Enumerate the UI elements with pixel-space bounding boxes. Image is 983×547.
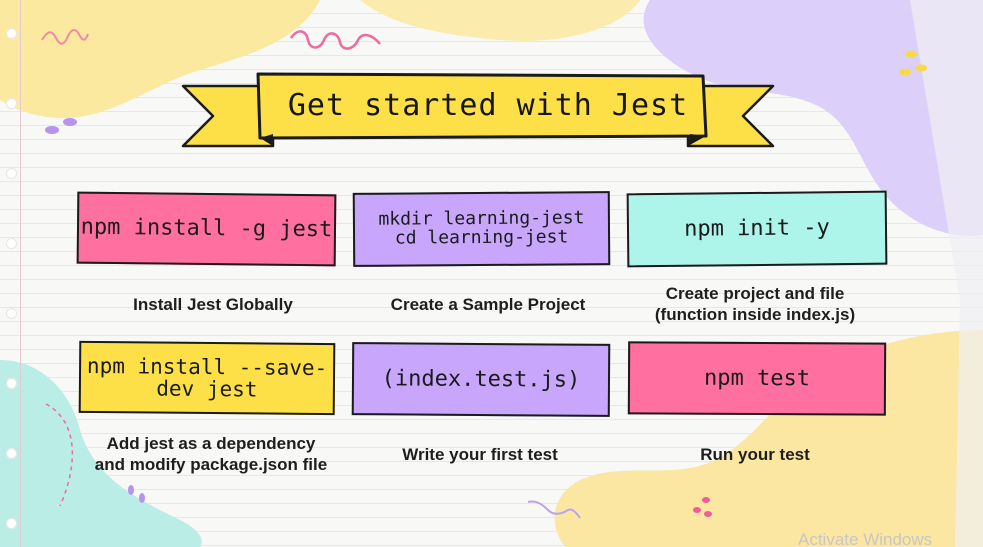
step-card-npm-init: npm init -y bbox=[626, 190, 888, 268]
purple-blob-top-right bbox=[643, 0, 983, 236]
step-caption: Install Jest Globally bbox=[133, 295, 293, 314]
title-ribbon-banner bbox=[181, 72, 775, 148]
page-title: Get started with Jest bbox=[287, 87, 689, 123]
step-caption: Create a Sample Project bbox=[390, 295, 586, 314]
pink-squiggle-decoration bbox=[289, 30, 381, 50]
step-card-sample-project: mkdir learning-jest cd learning-jest bbox=[352, 191, 611, 267]
step-card-install-globally: npm install -g jest bbox=[76, 191, 337, 267]
paper-hole bbox=[6, 518, 17, 529]
step-card-first-test: (index.test.js) bbox=[351, 342, 611, 417]
step-card-add-dependency: npm install --save- dev jest bbox=[78, 340, 336, 416]
command-text: dev jest bbox=[156, 376, 258, 402]
paper-hole bbox=[6, 448, 17, 459]
purple-squiggle-decoration bbox=[527, 500, 581, 519]
command-text: npm install --save- bbox=[86, 353, 328, 381]
purple-dots-decoration bbox=[45, 118, 77, 134]
step-caption: Create project and file (function inside… bbox=[654, 284, 856, 324]
step-caption: Run your test bbox=[700, 445, 810, 464]
paper-hole bbox=[6, 378, 17, 389]
paper-hole bbox=[6, 28, 17, 39]
step-caption: Add jest as a dependency and modify pack… bbox=[94, 434, 328, 474]
purple-dots-decoration bbox=[128, 485, 145, 503]
paper-hole bbox=[6, 238, 17, 249]
paper-fold-right bbox=[910, 0, 983, 547]
yellow-blob-top-right bbox=[360, 0, 640, 41]
command-text: (index.test.js) bbox=[381, 366, 581, 393]
pink-squiggle-decoration bbox=[41, 29, 89, 45]
teal-blob-bottom-left bbox=[0, 360, 202, 547]
paper-hole bbox=[6, 168, 17, 179]
command-text: npm test bbox=[703, 365, 811, 392]
paper-margin-line bbox=[20, 0, 21, 547]
yellow-blob-top-left bbox=[0, 0, 320, 119]
paper-hole bbox=[6, 98, 17, 109]
step-caption: Write your first test bbox=[402, 445, 558, 464]
command-text: cd learning-jest bbox=[394, 226, 569, 249]
paper-hole bbox=[6, 308, 17, 319]
pink-dots-decoration bbox=[693, 497, 712, 517]
command-text: npm install -g jest bbox=[80, 215, 333, 243]
windows-activation-watermark: Activate Windows bbox=[798, 530, 933, 547]
dashed-arc-decoration bbox=[45, 403, 74, 507]
command-text: npm init -y bbox=[684, 215, 830, 243]
step-card-run-test: npm test bbox=[627, 341, 887, 416]
yellow-dots-decoration bbox=[899, 50, 927, 76]
